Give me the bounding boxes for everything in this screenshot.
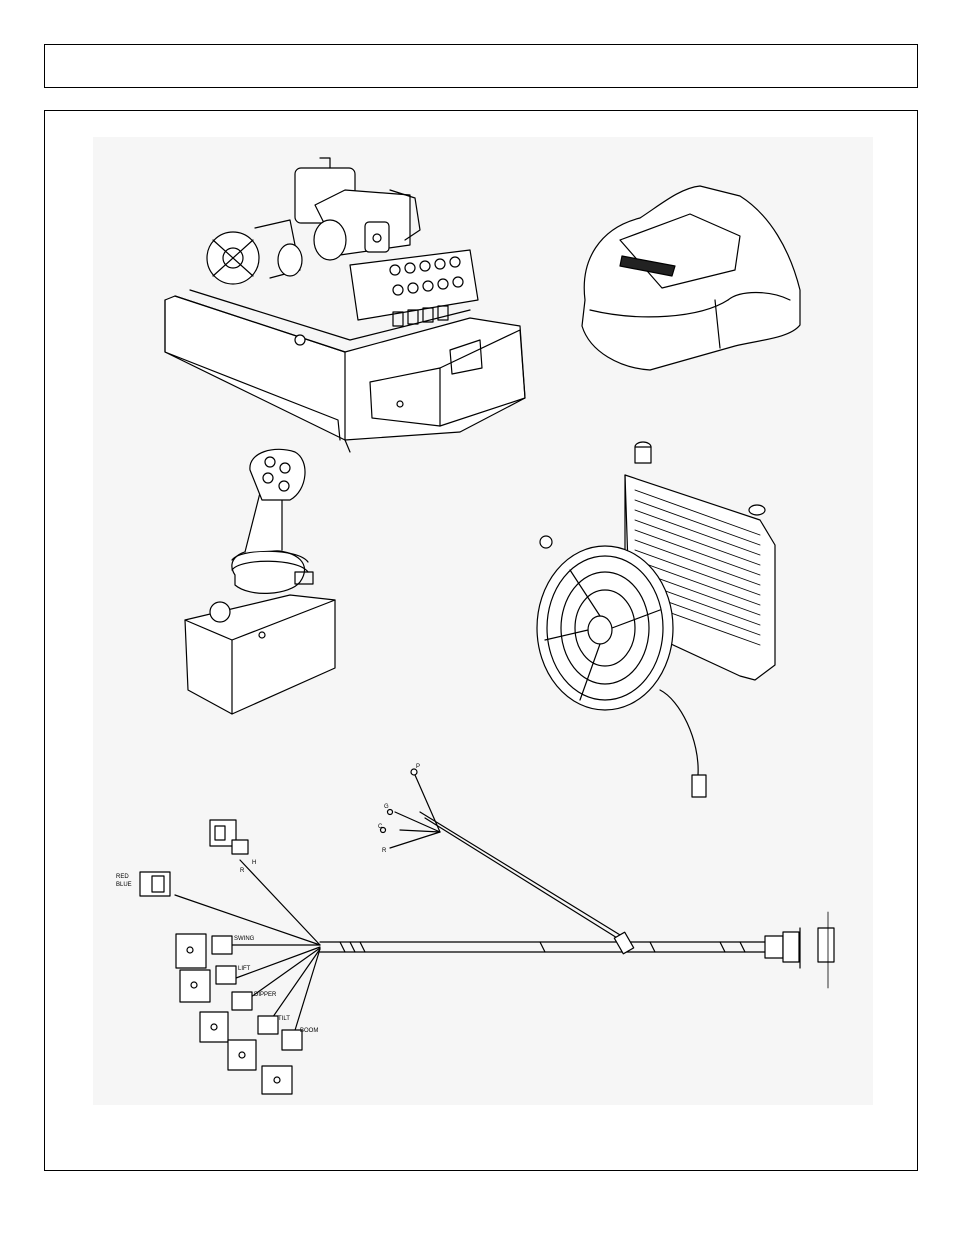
harness-label-boom: BOOM bbox=[300, 1028, 318, 1034]
cover-drawing bbox=[582, 186, 800, 370]
oil-cooler-fan-drawing bbox=[537, 442, 775, 797]
harness-label-r: R bbox=[240, 868, 245, 874]
harness-label-tilt: TILT bbox=[278, 1016, 290, 1022]
harness-label-red: RED bbox=[116, 874, 129, 880]
harness-label-blue: BLUE bbox=[116, 882, 132, 888]
wire-harness-drawing bbox=[140, 769, 834, 1094]
harness-label-swing: SWING bbox=[234, 936, 255, 942]
harness-label-g: G bbox=[384, 804, 389, 810]
harness-label-c: C bbox=[378, 824, 383, 830]
harness-label-lift: LIFT bbox=[238, 966, 251, 972]
harness-label-tail-r: R bbox=[382, 848, 387, 854]
harness-label-p: P bbox=[416, 764, 420, 770]
harness-label-h: H bbox=[252, 860, 256, 866]
harness-label-dipper: DIPPER bbox=[254, 992, 277, 998]
joystick-drawing bbox=[185, 449, 335, 714]
valve-pump-assembly-drawing bbox=[165, 158, 525, 452]
